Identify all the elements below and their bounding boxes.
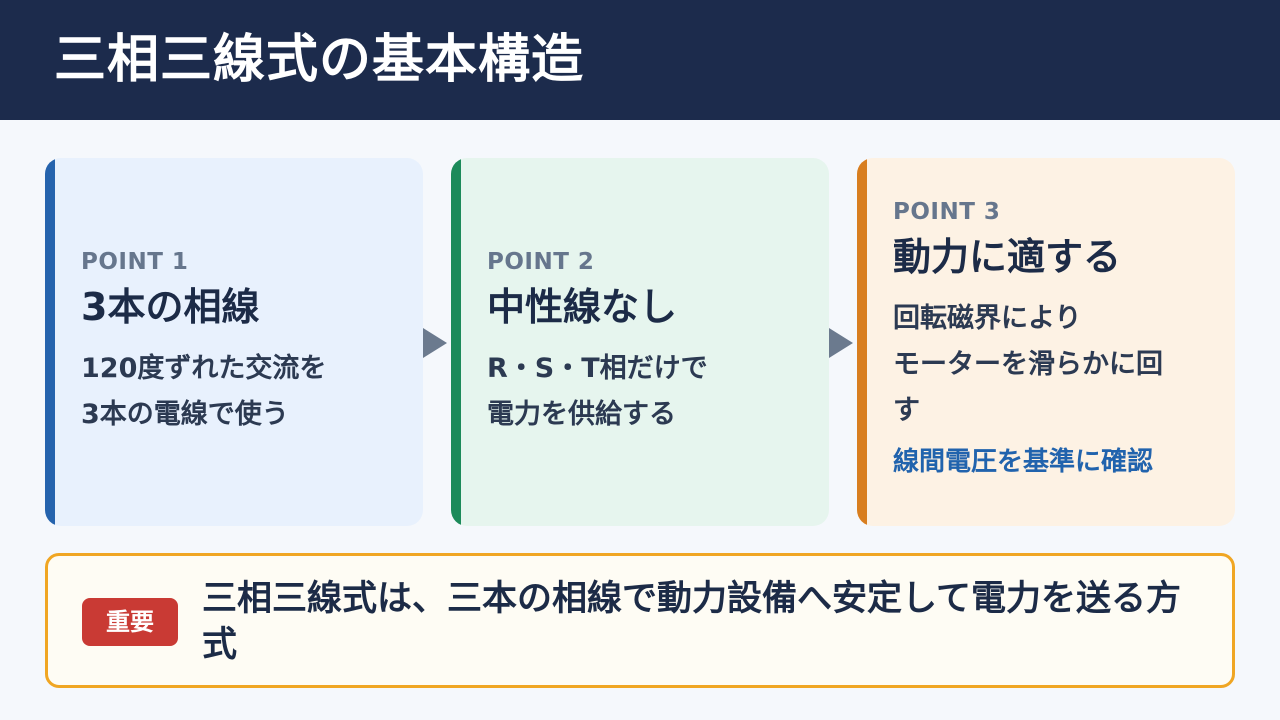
description-line: す <box>893 395 920 426</box>
card-description: R・S・T相だけで 電力を供給する <box>487 346 813 438</box>
card-body: POINT 1 3本の相線 120度ずれた交流を 3本の電線で使う <box>81 248 407 438</box>
important-note-text: 三相三線式は、三本の相線で動力設備へ安定して電力を送る方式 <box>202 579 1181 665</box>
card-title: 3本の相線 <box>81 285 260 329</box>
card-note: 線間電圧を基準に確認 <box>893 447 1154 477</box>
description-line: モーターを滑らかに回 <box>893 349 1163 380</box>
description-line: 回転磁界により <box>893 303 1082 334</box>
card-description: 回転磁界により モーターを滑らかに回 す <box>893 296 1219 434</box>
point-card-3: POINT 3 動力に適する 回転磁界により モーターを滑らかに回 す 線間電圧… <box>857 158 1235 526</box>
description-line: 120度ずれた交流を <box>81 353 327 384</box>
card-body: POINT 3 動力に適する 回転磁界により モーターを滑らかに回 す 線間電圧… <box>893 198 1219 480</box>
card-accent-bar <box>451 158 461 526</box>
card-accent-bar <box>45 158 55 526</box>
card-title: 中性線なし <box>487 285 678 329</box>
card-description: 120度ずれた交流を 3本の電線で使う <box>81 346 407 438</box>
card-title: 動力に適する <box>893 235 1122 279</box>
page-title: 三相三線式の基本構造 <box>54 30 585 90</box>
arrow-right-icon <box>423 328 447 358</box>
important-badge: 重要 <box>82 598 178 646</box>
point-label: POINT 2 <box>487 249 595 275</box>
description-line: 電力を供給する <box>487 399 676 430</box>
arrow-right-icon <box>829 328 853 358</box>
point-label: POINT 3 <box>893 199 1001 225</box>
point-label: POINT 1 <box>81 249 189 275</box>
card-accent-bar <box>857 158 867 526</box>
point-card-2: POINT 2 中性線なし R・S・T相だけで 電力を供給する <box>451 158 829 526</box>
header-bar: 三相三線式の基本構造 <box>0 0 1280 120</box>
description-line: 3本の電線で使う <box>81 399 289 430</box>
important-note-box: 重要 三相三線式は、三本の相線で動力設備へ安定して電力を送る方式 <box>45 553 1235 688</box>
card-body: POINT 2 中性線なし R・S・T相だけで 電力を供給する <box>487 248 813 438</box>
point-card-1: POINT 1 3本の相線 120度ずれた交流を 3本の電線で使う <box>45 158 423 526</box>
description-line: R・S・T相だけで <box>487 353 708 384</box>
